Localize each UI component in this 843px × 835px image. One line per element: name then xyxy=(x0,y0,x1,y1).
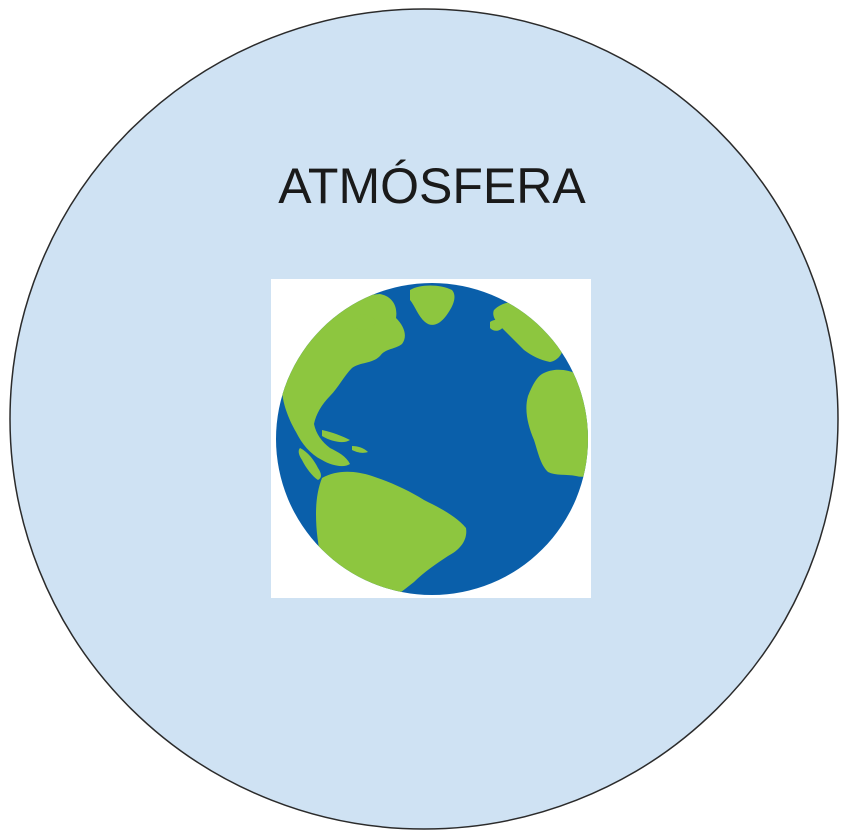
atmosphere-label: ATMÓSFERA xyxy=(278,158,586,214)
africa-landmass xyxy=(526,369,588,477)
central-america-landmass xyxy=(298,448,321,480)
caribbean-islands-landmass-2 xyxy=(352,446,368,453)
caribbean-islands-landmass xyxy=(322,430,350,443)
greenland-landmass xyxy=(410,285,455,325)
british-isles-landmass xyxy=(490,319,504,331)
earth-globe-icon xyxy=(271,279,591,598)
arctic-islands-landmass xyxy=(352,314,376,330)
south-america-landmass xyxy=(316,471,467,595)
